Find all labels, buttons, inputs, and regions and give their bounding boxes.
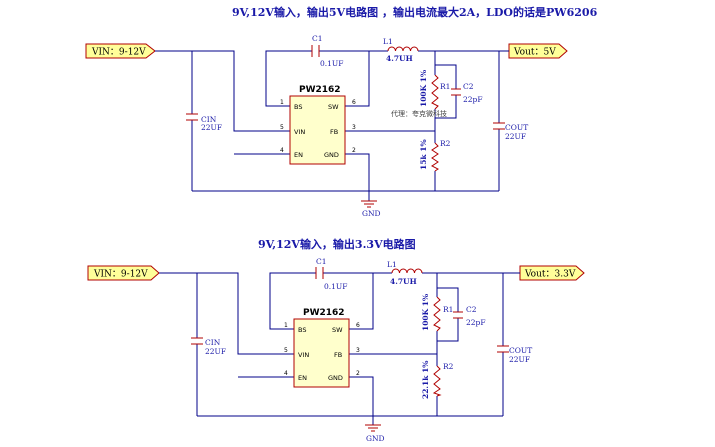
cout-value: 22UF	[509, 355, 530, 364]
circuit-3v3: 9V,12V输入，输出3.3V电路图 VIN：9-12V Vout：3.3V	[87, 237, 585, 443]
pin-number: 3	[356, 347, 360, 354]
pin-vin: VIN	[298, 351, 309, 359]
r1-name: R1	[440, 82, 450, 91]
pin-number: 2	[356, 370, 360, 377]
pin-number: 6	[352, 99, 356, 106]
gnd-label: GND	[366, 434, 385, 443]
cout-capacitor: COUT 22UF	[493, 122, 528, 141]
pw2162-chip: PW2162 BS SW VIN FB EN GND 1 5 4 6 3 2	[284, 308, 360, 388]
vin-port-label: VIN：9-12V	[93, 270, 148, 280]
l1-value: 4.7UH	[386, 54, 413, 63]
pin-fb: FB	[334, 351, 342, 359]
vout-port-label: Vout：3.3V	[524, 270, 576, 280]
pin-number: 4	[280, 147, 284, 154]
l1-value: 4.7UH	[390, 277, 417, 286]
chip-name: PW2162	[303, 308, 345, 318]
pin-number: 3	[352, 124, 356, 131]
circuit-title: 9V,12V输入，输出3.3V电路图	[258, 237, 416, 251]
r1-name: R1	[443, 305, 453, 314]
l1-inductor: L1 4.7UH	[387, 260, 423, 286]
pin-number: 4	[284, 370, 288, 377]
r2-resistor: R2 15k 1%	[419, 139, 451, 172]
pin-bs: BS	[298, 326, 306, 334]
r2-name: R2	[440, 139, 451, 148]
pin-number: 1	[284, 322, 288, 329]
vout-port-label: Vout：5V	[513, 48, 556, 58]
pin-gnd: GND	[328, 374, 343, 382]
cout-name: COUT	[505, 123, 528, 132]
cout-name: COUT	[509, 346, 532, 355]
r1-resistor: R1 100K 1%	[419, 70, 450, 110]
pin-gnd: GND	[324, 151, 339, 159]
c2-capacitor: C2 22pF	[453, 305, 486, 327]
r1-value: 100K 1%	[419, 70, 428, 107]
cin-capacitor: CIN 22UF	[186, 113, 222, 132]
circuit-5v: 9V,12V输入，输出5V电路图 ，输出电流最大2A，LDO的话是PW6206 …	[85, 5, 598, 218]
c1-value: 0.1UF	[320, 59, 343, 68]
pin-number: 5	[280, 124, 284, 131]
l1-name: L1	[383, 37, 393, 46]
pin-sw: SW	[332, 326, 343, 334]
c1-name: C1	[312, 34, 323, 43]
gnd-label: GND	[362, 209, 381, 218]
vout-port: Vout：3.3V	[519, 265, 585, 281]
pin-number: 5	[284, 347, 288, 354]
wires	[155, 50, 509, 201]
pw2162-chip: PW2162 BS SW VIN FB EN GND 1 5 4 6 3 2	[280, 85, 356, 165]
cout-value: 22UF	[505, 132, 526, 141]
c1-value: 0.1UF	[324, 282, 347, 291]
pin-number: 2	[352, 147, 356, 154]
cin-value: 22UF	[201, 123, 222, 132]
cout-capacitor: COUT 22UF	[497, 345, 532, 364]
l1-inductor: L1 4.7UH	[383, 37, 419, 63]
vout-port: Vout：5V	[508, 43, 568, 59]
r1-value: 100K 1%	[421, 294, 430, 331]
r2-name: R2	[443, 362, 454, 371]
c1-name: C1	[316, 257, 327, 266]
vin-port-label: VIN：9-12V	[91, 48, 146, 58]
c1-capacitor: C1 0.1UF	[315, 257, 347, 291]
watermark-text: 代理：夸克微科技	[391, 109, 447, 118]
cin-name: CIN	[201, 115, 217, 124]
pin-bs: BS	[294, 103, 302, 111]
vin-port: VIN：9-12V	[85, 43, 156, 59]
pin-sw: SW	[328, 103, 339, 111]
cin-value: 22UF	[205, 347, 226, 356]
ground-symbol: GND	[365, 424, 385, 443]
r2-resistor: R2 22.1k 1%	[421, 361, 454, 399]
pin-number: 1	[280, 99, 284, 106]
chip-name: PW2162	[299, 85, 341, 95]
r1-resistor: R1 100K 1%	[421, 294, 453, 332]
c2-capacitor: C2 22pF	[451, 82, 483, 104]
c1-capacitor: C1 0.1UF	[311, 34, 343, 68]
r2-value: 22.1k 1%	[421, 361, 430, 399]
pin-en: EN	[298, 374, 307, 382]
ground-symbol: GND	[361, 200, 381, 218]
wires	[159, 272, 520, 425]
pin-en: EN	[294, 151, 303, 159]
r2-value: 15k 1%	[419, 139, 428, 170]
pin-vin: VIN	[294, 128, 305, 136]
c2-name: C2	[466, 305, 477, 314]
c2-value: 22pF	[466, 318, 486, 327]
c2-name: C2	[463, 82, 474, 91]
c2-value: 22pF	[463, 95, 483, 104]
circuit-title: 9V,12V输入，输出5V电路图 ，输出电流最大2A，LDO的话是PW6206	[232, 5, 598, 19]
l1-name: L1	[387, 260, 397, 269]
pin-number: 6	[356, 322, 360, 329]
pin-fb: FB	[330, 128, 338, 136]
cin-capacitor: CIN 22UF	[191, 337, 226, 356]
cin-name: CIN	[205, 338, 221, 347]
vin-port: VIN：9-12V	[87, 265, 160, 281]
